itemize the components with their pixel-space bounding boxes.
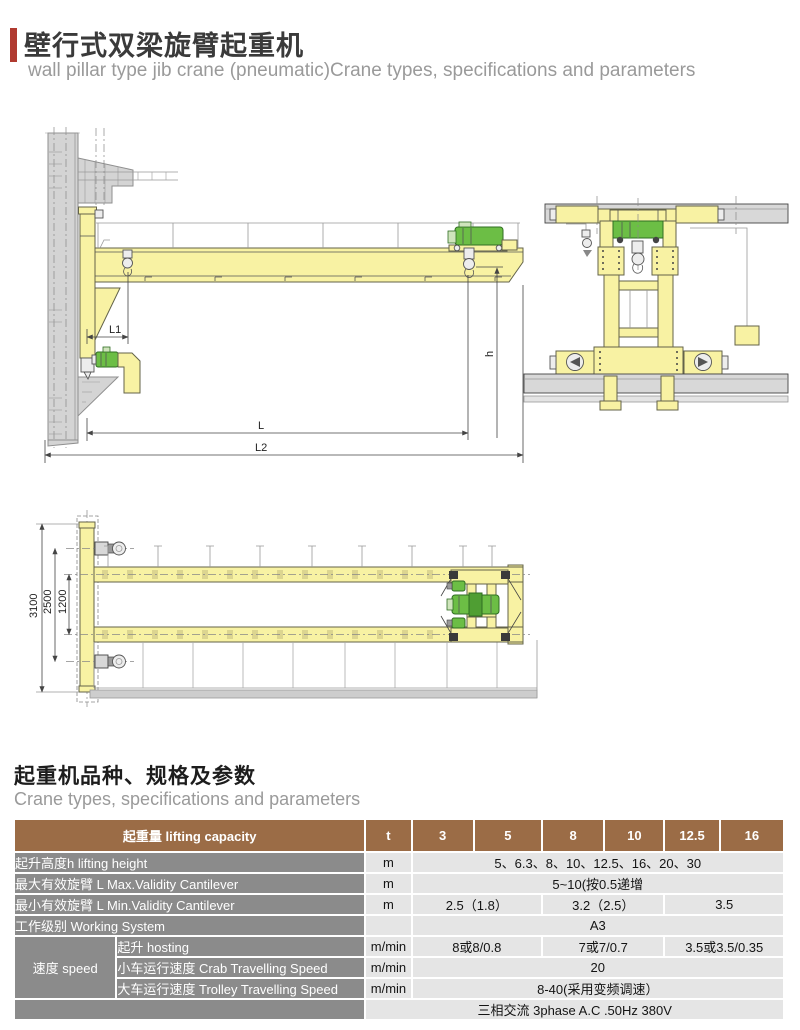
side-view-drawing: L1 h L L2 — [44, 127, 524, 463]
bottom-runway-rail — [523, 373, 789, 403]
table-row-crab-speed: 小车运行速度 Crab Travelling Speed m/min 20 — [15, 958, 783, 977]
row-value: 7或7/0.7 — [543, 937, 664, 956]
table-row-max-cantilever: 最大有效旋臂 L Max.Validity Cantilever m 5~10(… — [15, 874, 783, 893]
hook-min-position — [122, 249, 133, 344]
header-cap-8: 8 — [543, 820, 604, 851]
header-cap-3: 3 — [412, 820, 473, 851]
row-label: 工作级别 Working System — [15, 916, 365, 935]
table-row-working-system: 工作级别 Working System A3 — [15, 916, 783, 935]
wall-section — [45, 127, 178, 448]
row-label: 小车运行速度 Crab Travelling Speed — [117, 958, 365, 977]
wall-rail-plan — [76, 510, 99, 707]
title-accent-bar — [10, 28, 17, 62]
dimension-l: L — [86, 418, 469, 441]
row-label: 最大有效旋臂 L Max.Validity Cantilever — [15, 874, 365, 893]
dimension-3100: 3100 — [28, 523, 79, 693]
dimension-label-1200: 1200 — [57, 590, 69, 614]
power-supply-value: 三相交流 3phase A.C .50Hz 380V — [366, 1000, 783, 1019]
row-value: 20 — [412, 958, 783, 977]
row-label: 大车运行速度 Trolley Travelling Speed — [117, 979, 365, 998]
girders-plan — [64, 564, 530, 645]
header-cap-10: 10 — [605, 820, 664, 851]
row-unit — [366, 916, 411, 935]
row-value: 8-40(采用变频调速） — [412, 979, 783, 998]
row-value: 3.5 — [665, 895, 783, 914]
trolley-plan — [440, 569, 522, 643]
table-row-min-cantilever: 最小有效旋臂 L Min.Validity Cantilever m 2.5（1… — [15, 895, 783, 914]
dimension-2500: 2500 — [42, 547, 58, 663]
row-value: A3 — [412, 916, 783, 935]
hoist-hook — [463, 247, 503, 440]
row-unit: m/min — [366, 937, 411, 956]
header-cap-16: 16 — [720, 820, 783, 851]
end-view-hook — [631, 198, 645, 274]
row-value: 3.5或3.5/0.35 — [665, 937, 783, 956]
dimension-l1: L1 — [86, 324, 129, 344]
row-value: 5、6.3、8、10、12.5、16、20、30 — [412, 853, 783, 872]
dimension-l2: L2 — [44, 285, 524, 463]
row-unit: m — [366, 853, 411, 872]
dimension-label-l2: L2 — [255, 442, 267, 454]
header-cap-12-5: 12.5 — [665, 820, 719, 851]
row-unit: m/min — [366, 958, 411, 977]
row-value: 5~10(按0.5递增 — [412, 874, 783, 893]
table-row-power-supply: 三相交流 3phase A.C .50Hz 380V — [15, 1000, 783, 1019]
travel-drive-motors — [66, 541, 134, 669]
row-unit: m — [366, 895, 411, 914]
dimension-label-l1: L1 — [109, 324, 121, 336]
row-value: 3.2（2.5） — [543, 895, 664, 914]
side-pulley — [566, 223, 592, 257]
hoist-trolley — [447, 221, 518, 252]
column-bolt-plates — [597, 246, 679, 276]
slewing-motor — [91, 346, 141, 394]
walkway-plan — [89, 640, 538, 699]
dimension-label-l: L — [258, 420, 264, 432]
frame-legs — [599, 375, 679, 411]
speed-group-label: 速度 speed — [15, 937, 116, 998]
header-lifting-capacity: 起重量 lifting capacity — [15, 820, 365, 851]
frame-columns — [603, 274, 674, 348]
dimension-label-3100: 3100 — [28, 594, 40, 618]
end-view-drawing — [523, 196, 789, 411]
row-unit: m/min — [366, 979, 411, 998]
table-row-hoisting-speed: 速度 speed 起升 hosting m/min 8或8/0.8 7或7/0.… — [15, 937, 783, 998]
page-title: 壁行式双梁旋臂起重机 — [24, 31, 304, 61]
page-subtitle: wall pillar type jib crane (pneumatic)Cr… — [28, 60, 696, 81]
row-unit: m — [366, 874, 411, 893]
cable-conduit — [690, 227, 760, 346]
dimension-h: h — [484, 267, 500, 438]
dimension-label-2500: 2500 — [42, 590, 54, 614]
row-label: 起升 hosting — [117, 937, 365, 956]
wall-pillar-column — [78, 206, 121, 381]
bottom-carriage — [549, 346, 729, 377]
row-value: 2.5（1.8） — [412, 895, 542, 914]
plan-view-drawing: 3100 2500 1200 — [28, 510, 538, 707]
section-title-en: Crane types, specifications and paramete… — [14, 789, 361, 809]
header-unit: t — [366, 820, 411, 851]
footer-label-empty — [15, 1000, 365, 1019]
railing-posts-plan — [104, 545, 496, 567]
row-value: 8或8/0.8 — [412, 937, 542, 956]
row-label: 最小有效旋臂 L Min.Validity Cantilever — [15, 895, 365, 914]
table-row-trolley-speed: 大车运行速度 Trolley Travelling Speed m/min 8-… — [15, 979, 783, 998]
end-view-trolley — [599, 220, 677, 248]
table-row-lifting-height: 起升高度h lifting height m 5、6.3、8、10、12.5、1… — [15, 853, 783, 872]
section-title-zh: 起重机品种、规格及参数 — [14, 765, 256, 788]
header-cap-5: 5 — [474, 820, 542, 851]
row-label: 起升高度h lifting height — [15, 853, 365, 872]
dimension-1200: 1200 — [57, 573, 72, 636]
table-header-row: 起重量 lifting capacity t 3 5 8 10 12.5 16 — [15, 820, 783, 851]
dimension-label-h: h — [484, 351, 496, 357]
specifications-table: 起重量 lifting capacity t 3 5 8 10 12.5 16 … — [13, 818, 785, 1021]
